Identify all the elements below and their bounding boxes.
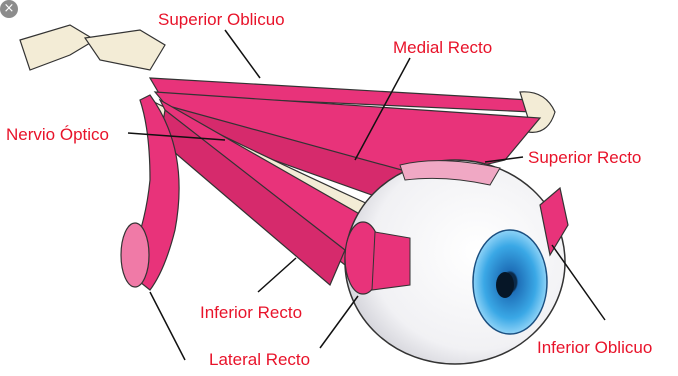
leader-left-cut — [150, 292, 185, 360]
label-superior-oblique: Superior Oblicuo — [158, 10, 285, 30]
label-medial-rectus: Medial Recto — [393, 38, 492, 58]
pupil — [496, 272, 514, 298]
label-lateral-rectus: Lateral Recto — [209, 350, 310, 370]
label-inferior-rectus: Inferior Recto — [200, 303, 302, 323]
leader-superior-oblique — [225, 30, 260, 78]
leader-inferior-rectus — [258, 258, 296, 292]
label-superior-rectus: Superior Recto — [528, 148, 641, 168]
close-icon[interactable]: × — [0, 0, 18, 18]
label-optic-nerve: Nervio Óptico — [6, 125, 109, 145]
left-cut-end — [121, 223, 149, 287]
leader-lateral-rectus — [320, 296, 358, 348]
lateral-rectus-fringe — [372, 232, 410, 290]
optic-nerve-bone — [20, 25, 165, 70]
label-inferior-oblique: Inferior Oblicuo — [537, 338, 652, 358]
